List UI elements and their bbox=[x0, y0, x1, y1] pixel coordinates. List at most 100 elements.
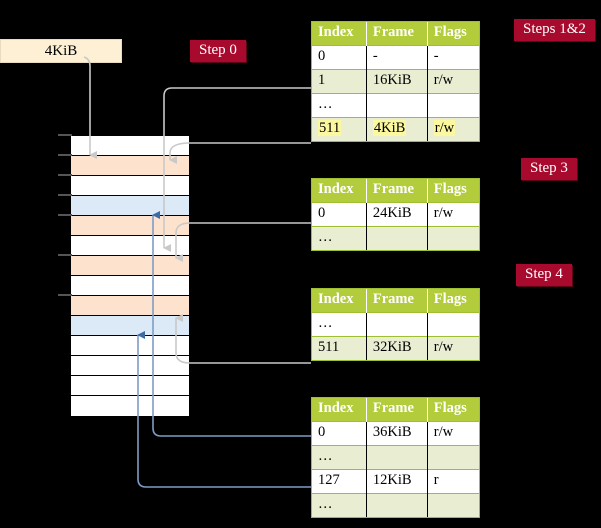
table-cell-flags: - bbox=[427, 44, 479, 70]
memory-frame-tick bbox=[58, 134, 72, 136]
memory-frame-row bbox=[71, 396, 189, 416]
table-header-frame: Frame bbox=[366, 22, 428, 46]
memory-frame-row bbox=[71, 376, 189, 396]
table-row: … bbox=[312, 444, 479, 470]
memory-frame-tick bbox=[58, 294, 72, 296]
table-cell-frame bbox=[366, 311, 428, 337]
table-cell-flags: r/w bbox=[427, 420, 479, 446]
memory-frame-row bbox=[71, 356, 189, 376]
table-cell-flags bbox=[427, 492, 479, 517]
table-cell-index: … bbox=[312, 311, 367, 337]
table-cell-flags: r/w bbox=[427, 335, 479, 360]
memory-frame-row bbox=[71, 276, 189, 296]
table-header-frame: Frame bbox=[366, 398, 428, 422]
table-header-flags: Flags bbox=[427, 289, 479, 313]
table-cell-frame: 12KiB bbox=[366, 468, 428, 494]
memory-frame-row bbox=[71, 236, 189, 256]
table-cell-frame bbox=[366, 225, 428, 250]
table-cell-index: 511 bbox=[312, 335, 367, 360]
memory-frame-tick bbox=[58, 154, 72, 156]
table-cell-index: 1 bbox=[312, 68, 367, 94]
table-cell-flags bbox=[427, 225, 479, 250]
highlighted-value: 4KiB bbox=[372, 119, 407, 136]
highlighted-value: 511 bbox=[318, 119, 342, 136]
table-cell-frame: 36KiB bbox=[366, 420, 428, 446]
badge-step-0: Step 0 bbox=[190, 40, 246, 62]
memory-frame-row bbox=[71, 136, 189, 156]
memory-frame-row bbox=[71, 216, 189, 236]
badge-steps-1-2: Steps 1&2 bbox=[514, 19, 595, 41]
table-header-index: Index bbox=[312, 22, 367, 46]
source-box-label: 4KiB bbox=[44, 42, 78, 59]
memory-frame-tick bbox=[58, 194, 72, 196]
table-row: 0-- bbox=[312, 44, 479, 70]
memory-frame-tick bbox=[58, 174, 72, 176]
table-cell-frame bbox=[366, 444, 428, 470]
memory-frame-row bbox=[71, 176, 189, 196]
table-cell-index: 511 bbox=[312, 116, 367, 141]
memory-frame-tick bbox=[58, 214, 72, 216]
table-cell-frame: 24KiB bbox=[366, 201, 428, 227]
memory-frame-row bbox=[71, 196, 189, 216]
table-header-index: Index bbox=[312, 289, 367, 313]
table-cell-index: 0 bbox=[312, 44, 367, 70]
table-cell-frame: - bbox=[366, 44, 428, 70]
table-cell-index: … bbox=[312, 92, 367, 118]
table-header-flags: Flags bbox=[427, 22, 479, 46]
memory-frame-tick bbox=[58, 254, 72, 256]
highlighted-value: r/w bbox=[433, 119, 456, 136]
memory-frame-row bbox=[71, 256, 189, 276]
table-cell-index: … bbox=[312, 492, 367, 517]
table-cell-frame bbox=[366, 492, 428, 517]
table-row: … bbox=[312, 225, 479, 250]
table-row: … bbox=[312, 311, 479, 337]
table-cell-frame: 16KiB bbox=[366, 68, 428, 94]
table-header-index: Index bbox=[312, 398, 367, 422]
table-cell-flags bbox=[427, 92, 479, 118]
table-cell-flags: r/w bbox=[427, 68, 479, 94]
table-cell-frame: 32KiB bbox=[366, 335, 428, 360]
table-cell-index: 127 bbox=[312, 468, 367, 494]
table-cell-flags bbox=[427, 444, 479, 470]
memory-frame-row bbox=[71, 316, 189, 336]
memory-frame-row bbox=[71, 296, 189, 316]
table-cell-flags: r/w bbox=[427, 116, 479, 141]
table-cell-index: … bbox=[312, 444, 367, 470]
table-cell-frame: 4KiB bbox=[366, 116, 428, 141]
table-row: … bbox=[312, 492, 479, 517]
table-cell-index: 0 bbox=[312, 201, 367, 227]
memory-frame-row bbox=[71, 336, 189, 356]
physical-memory-column bbox=[70, 135, 190, 416]
table-row: … bbox=[312, 92, 479, 118]
table-cell-flags bbox=[427, 311, 479, 337]
table-cell-index: 0 bbox=[312, 420, 367, 446]
memory-frame-row bbox=[71, 156, 189, 176]
badge-step-4: Step 4 bbox=[516, 264, 572, 286]
table-header-frame: Frame bbox=[366, 179, 428, 203]
table-cell-index: … bbox=[312, 225, 367, 250]
table-cell-frame bbox=[366, 92, 428, 118]
source-box-4kib: 4KiB bbox=[0, 39, 122, 63]
table-row: 511 4KiB r/w bbox=[312, 116, 479, 141]
table-header-frame: Frame bbox=[366, 289, 428, 313]
table-header-flags: Flags bbox=[427, 398, 479, 422]
table-header-index: Index bbox=[312, 179, 367, 203]
table-cell-flags: r/w bbox=[427, 201, 479, 227]
